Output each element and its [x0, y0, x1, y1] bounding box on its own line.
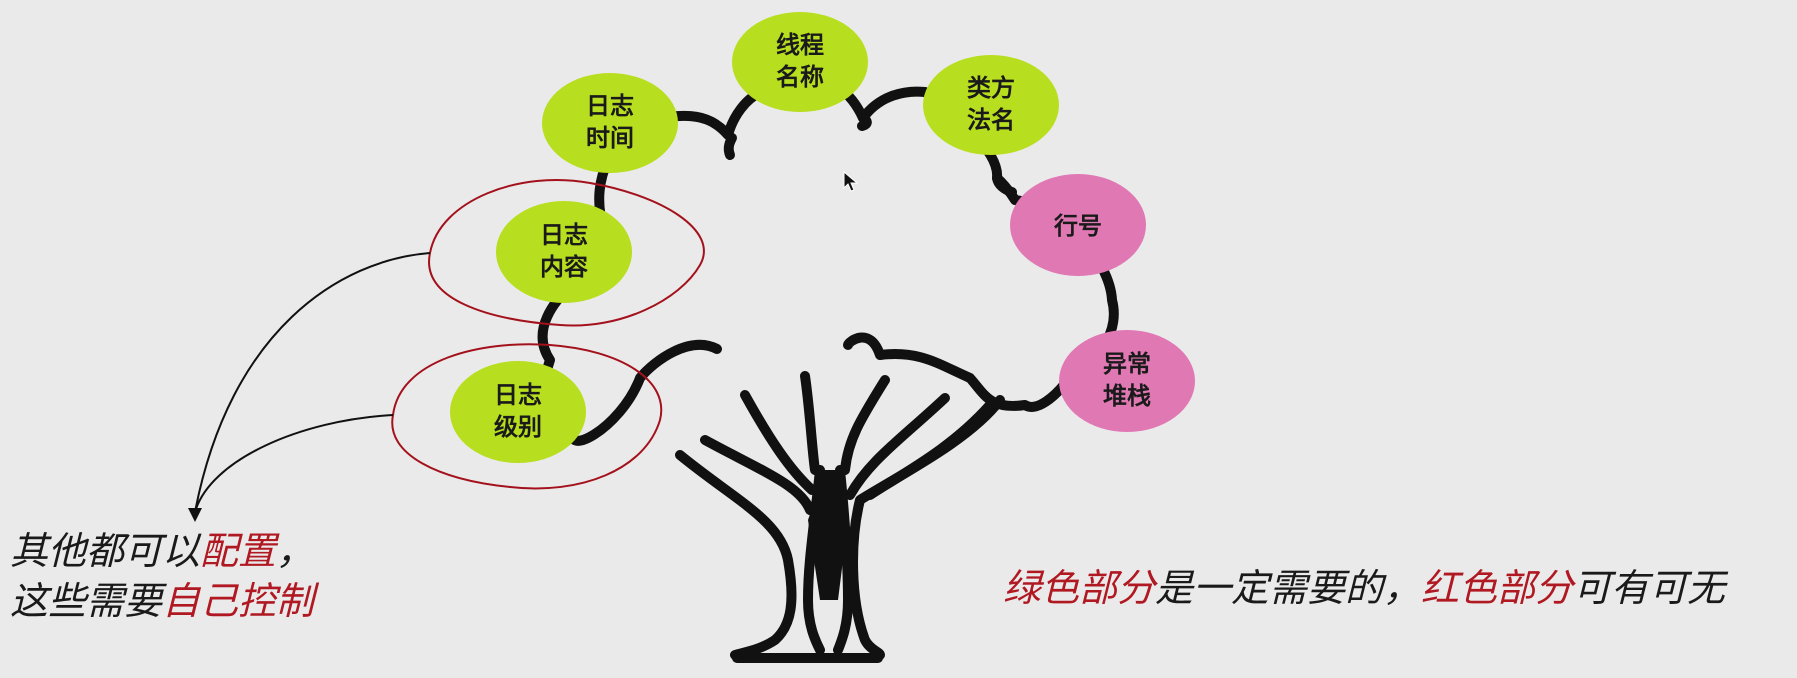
left-note: 其他都可以配置， 这些需要自己控制 [10, 526, 314, 626]
node-log-time-shape [542, 73, 678, 173]
annotation-outlines [391, 179, 705, 490]
right-note-optional-text: 可有可无 [1573, 566, 1726, 610]
node-log-level-line1: 日志 [494, 381, 542, 409]
node-log-level-line2: 级别 [494, 413, 542, 441]
left-note-line2-plain: 这些需要 [10, 579, 163, 623]
node-log-level-shape [450, 361, 586, 463]
node-line-number: 行号 [1010, 174, 1146, 276]
annotation-outline-log-content [428, 179, 705, 327]
left-note-line2: 这些需要自己控制 [10, 576, 314, 626]
left-note-line1-highlight: 配置 [200, 529, 277, 573]
arrow-from-log-level [194, 414, 394, 513]
node-class-method-line2: 法名 [967, 106, 1015, 134]
node-line-number-shape [1010, 174, 1146, 276]
node-exception-stack-shape [1059, 330, 1195, 432]
node-log-content-line2: 内容 [540, 253, 588, 281]
node-thread-name: 线程 名称 [732, 12, 868, 112]
node-thread-name-shape [732, 12, 868, 112]
tree-trunk [675, 371, 1005, 663]
arrow-head [188, 508, 202, 522]
node-thread-name-line2: 名称 [776, 63, 824, 91]
node-log-time-line2: 时间 [586, 124, 634, 152]
node-class-method-line1: 类方 [967, 74, 1015, 102]
node-log-time: 日志 时间 [542, 73, 678, 173]
left-note-line1-tail: ， [276, 529, 315, 573]
left-note-line1-plain: 其他都可以 [10, 529, 201, 573]
node-log-time-line1: 日志 [586, 92, 634, 120]
left-note-line1: 其他都可以配置， [10, 526, 314, 576]
node-exception-stack: 异常 堆栈 [1059, 330, 1195, 432]
node-exception-stack-line2: 堆栈 [1103, 382, 1151, 410]
node-log-level: 日志 级别 [450, 361, 586, 463]
mouse-cursor-icon [843, 171, 859, 192]
arrow-from-log-content [194, 252, 431, 513]
node-exception-stack-line1: 异常 [1103, 350, 1151, 378]
annotation-outline-log-level [391, 343, 663, 490]
right-note-red-label: 红色部分 [1421, 566, 1574, 610]
node-class-method-shape [923, 55, 1059, 155]
node-class-method: 类方 法名 [923, 55, 1059, 155]
left-note-line2-highlight: 自己控制 [162, 579, 315, 623]
tree-trunk-fill [808, 470, 848, 600]
annotation-arrows [194, 252, 431, 513]
right-note: 绿色部分是一定需要的，红色部分可有可无 [1003, 563, 1725, 613]
node-log-content: 日志 内容 [496, 201, 632, 303]
node-log-content-shape [496, 201, 632, 303]
node-thread-name-line1: 线程 [776, 31, 824, 59]
node-line-number-line1: 行号 [1053, 212, 1102, 240]
right-note-green-label: 绿色部分 [1003, 566, 1156, 610]
right-note-required-text: 是一定需要的， [1155, 566, 1422, 610]
node-log-content-line1: 日志 [540, 221, 588, 249]
